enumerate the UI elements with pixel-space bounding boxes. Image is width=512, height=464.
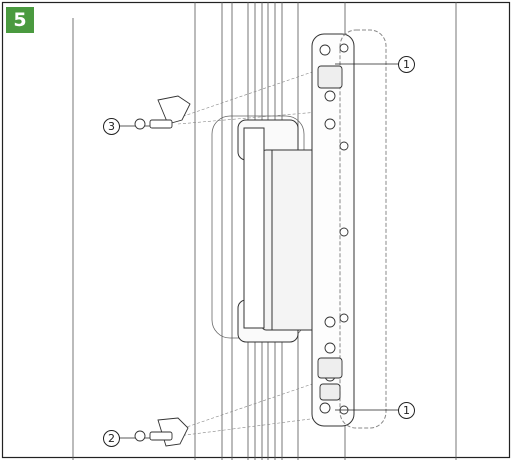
callout-screw-upper-3: 3 — [103, 118, 120, 135]
plate-slots — [317, 65, 343, 401]
screw-part-upper — [134, 95, 191, 130]
callout-screw-lower-2: 2 — [103, 430, 120, 447]
callout-top-1: 1 — [398, 56, 415, 73]
assembly-guide-lines — [177, 69, 319, 437]
mounting-plate — [311, 29, 387, 429]
callout-bottom-1: 1 — [398, 402, 415, 419]
plate-screws — [319, 43, 349, 415]
step-number-badge: 5 — [6, 7, 34, 33]
screw-part-lower — [134, 417, 189, 447]
